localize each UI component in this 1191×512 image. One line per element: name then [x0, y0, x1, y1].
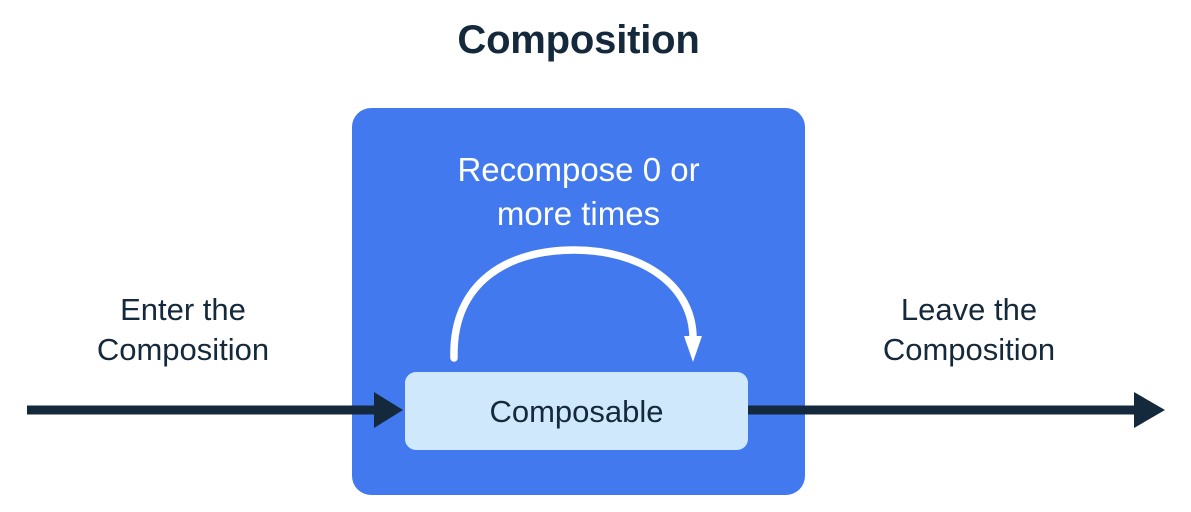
leave-composition-label: Leave the Composition [882, 292, 1056, 368]
composable-label: Composable [489, 393, 664, 429]
leave-arrow-icon [748, 392, 1165, 428]
composable-node[interactable]: Composable [405, 372, 748, 450]
enter-composition-label: Enter the Composition [96, 292, 270, 368]
enter-arrow-icon [27, 392, 403, 428]
page-title: Composition [457, 18, 700, 62]
recompose-caption: Recompose 0 or more times [457, 151, 700, 232]
